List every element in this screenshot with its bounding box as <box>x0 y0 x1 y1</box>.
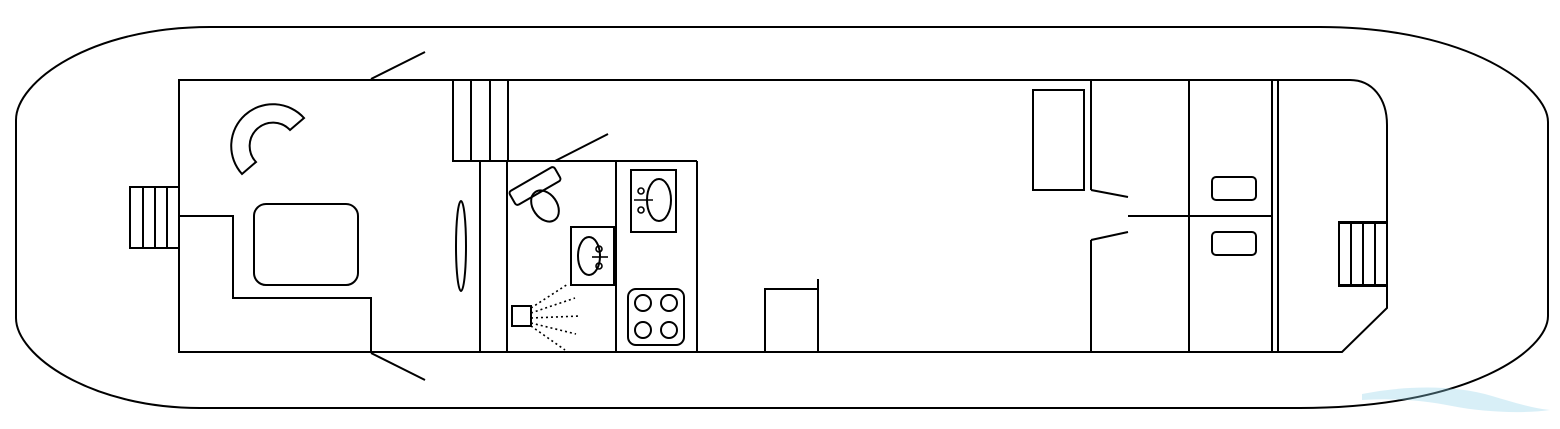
steps-icon <box>1338 222 1388 286</box>
oval-fixture <box>455 200 467 292</box>
toilet-icon <box>508 166 562 223</box>
cabin-door-line <box>1090 231 1129 241</box>
hob-icon <box>627 288 685 346</box>
cabin-door-line <box>1090 189 1129 198</box>
pillow <box>1211 176 1257 201</box>
pillow <box>1211 231 1257 256</box>
helm-console <box>179 215 372 352</box>
cabin-outline <box>178 79 1388 353</box>
door-port-line <box>370 51 426 80</box>
shower-icon <box>511 283 581 351</box>
hull-outline <box>15 26 1549 409</box>
wardrobe <box>1032 89 1085 191</box>
washbasin-icon <box>630 169 677 233</box>
stairs <box>452 79 509 162</box>
door-starboard-line <box>370 352 426 381</box>
steps-icon <box>129 186 180 249</box>
wave-logo-icon <box>1362 387 1550 413</box>
cabinet <box>764 279 819 352</box>
table <box>253 203 359 286</box>
steering-wheel-icon <box>230 103 306 176</box>
bathroom-door-line <box>554 133 609 162</box>
washbasin-icon <box>570 226 615 286</box>
